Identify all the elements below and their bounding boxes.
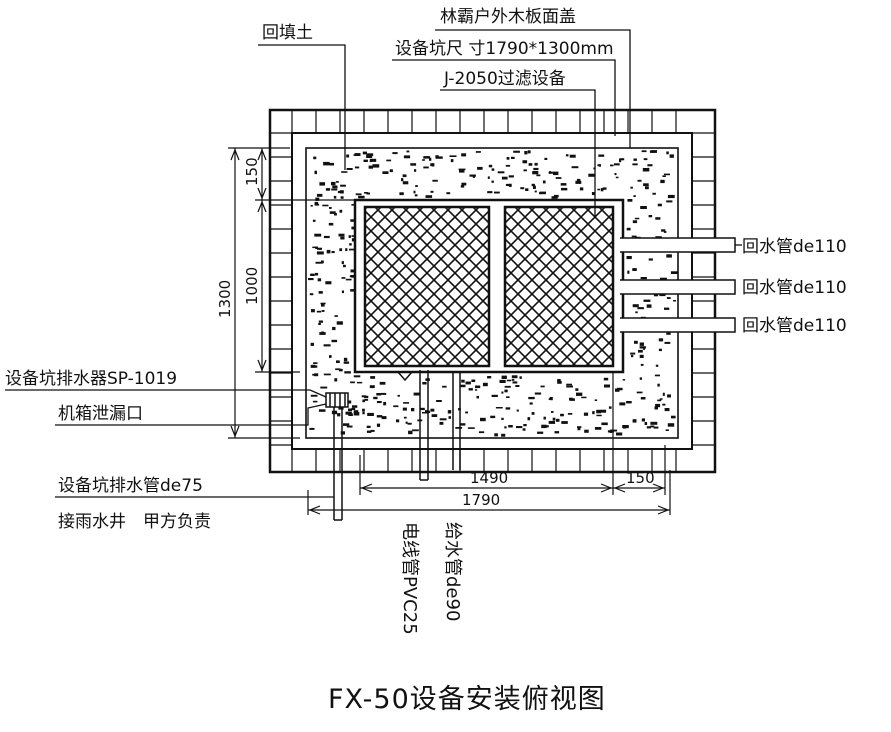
label-cover: 林霸户外木板面盖 bbox=[440, 7, 576, 27]
label-drain-device: 设备坑排水器SP-1019 bbox=[5, 369, 177, 389]
label-conduit: 电线管PVC25 bbox=[399, 522, 420, 635]
page-title: FX-50设备安装俯视图 bbox=[328, 684, 606, 715]
label-supply-pipe: 给水管de90 bbox=[442, 522, 463, 621]
label-rain-well: 接雨水井 甲方负责 bbox=[58, 512, 211, 532]
label-backfill: 回填土 bbox=[262, 23, 313, 43]
label-leak-outlet: 机箱泄漏口 bbox=[58, 404, 143, 424]
label-pit-size: 设备坑尺 寸1790*1300mm bbox=[395, 39, 614, 59]
dimension-lines bbox=[228, 147, 671, 515]
label-filter: J-2050过滤设备 bbox=[443, 69, 566, 89]
leader-lines bbox=[5, 29, 742, 498]
return-pipes bbox=[620, 237, 736, 333]
label-return-pipe-1: 回水管de110 bbox=[742, 237, 847, 257]
label-drain-pipe: 设备坑排水管de75 bbox=[58, 476, 203, 496]
dim-1790: 1790 bbox=[462, 491, 500, 509]
drain-device bbox=[325, 392, 349, 521]
dim-1300: 1300 bbox=[216, 280, 234, 318]
filter-equipment bbox=[353, 198, 625, 374]
dim-150-bottom: 150 bbox=[626, 469, 655, 487]
label-return-pipe-3: 回水管de110 bbox=[742, 316, 847, 336]
dim-150-left: 150 bbox=[243, 157, 261, 186]
dim-1490: 1490 bbox=[470, 469, 508, 487]
label-return-pipe-2: 回水管de110 bbox=[742, 278, 847, 298]
supply-pipes bbox=[397, 370, 461, 481]
dim-1000: 1000 bbox=[243, 267, 261, 305]
